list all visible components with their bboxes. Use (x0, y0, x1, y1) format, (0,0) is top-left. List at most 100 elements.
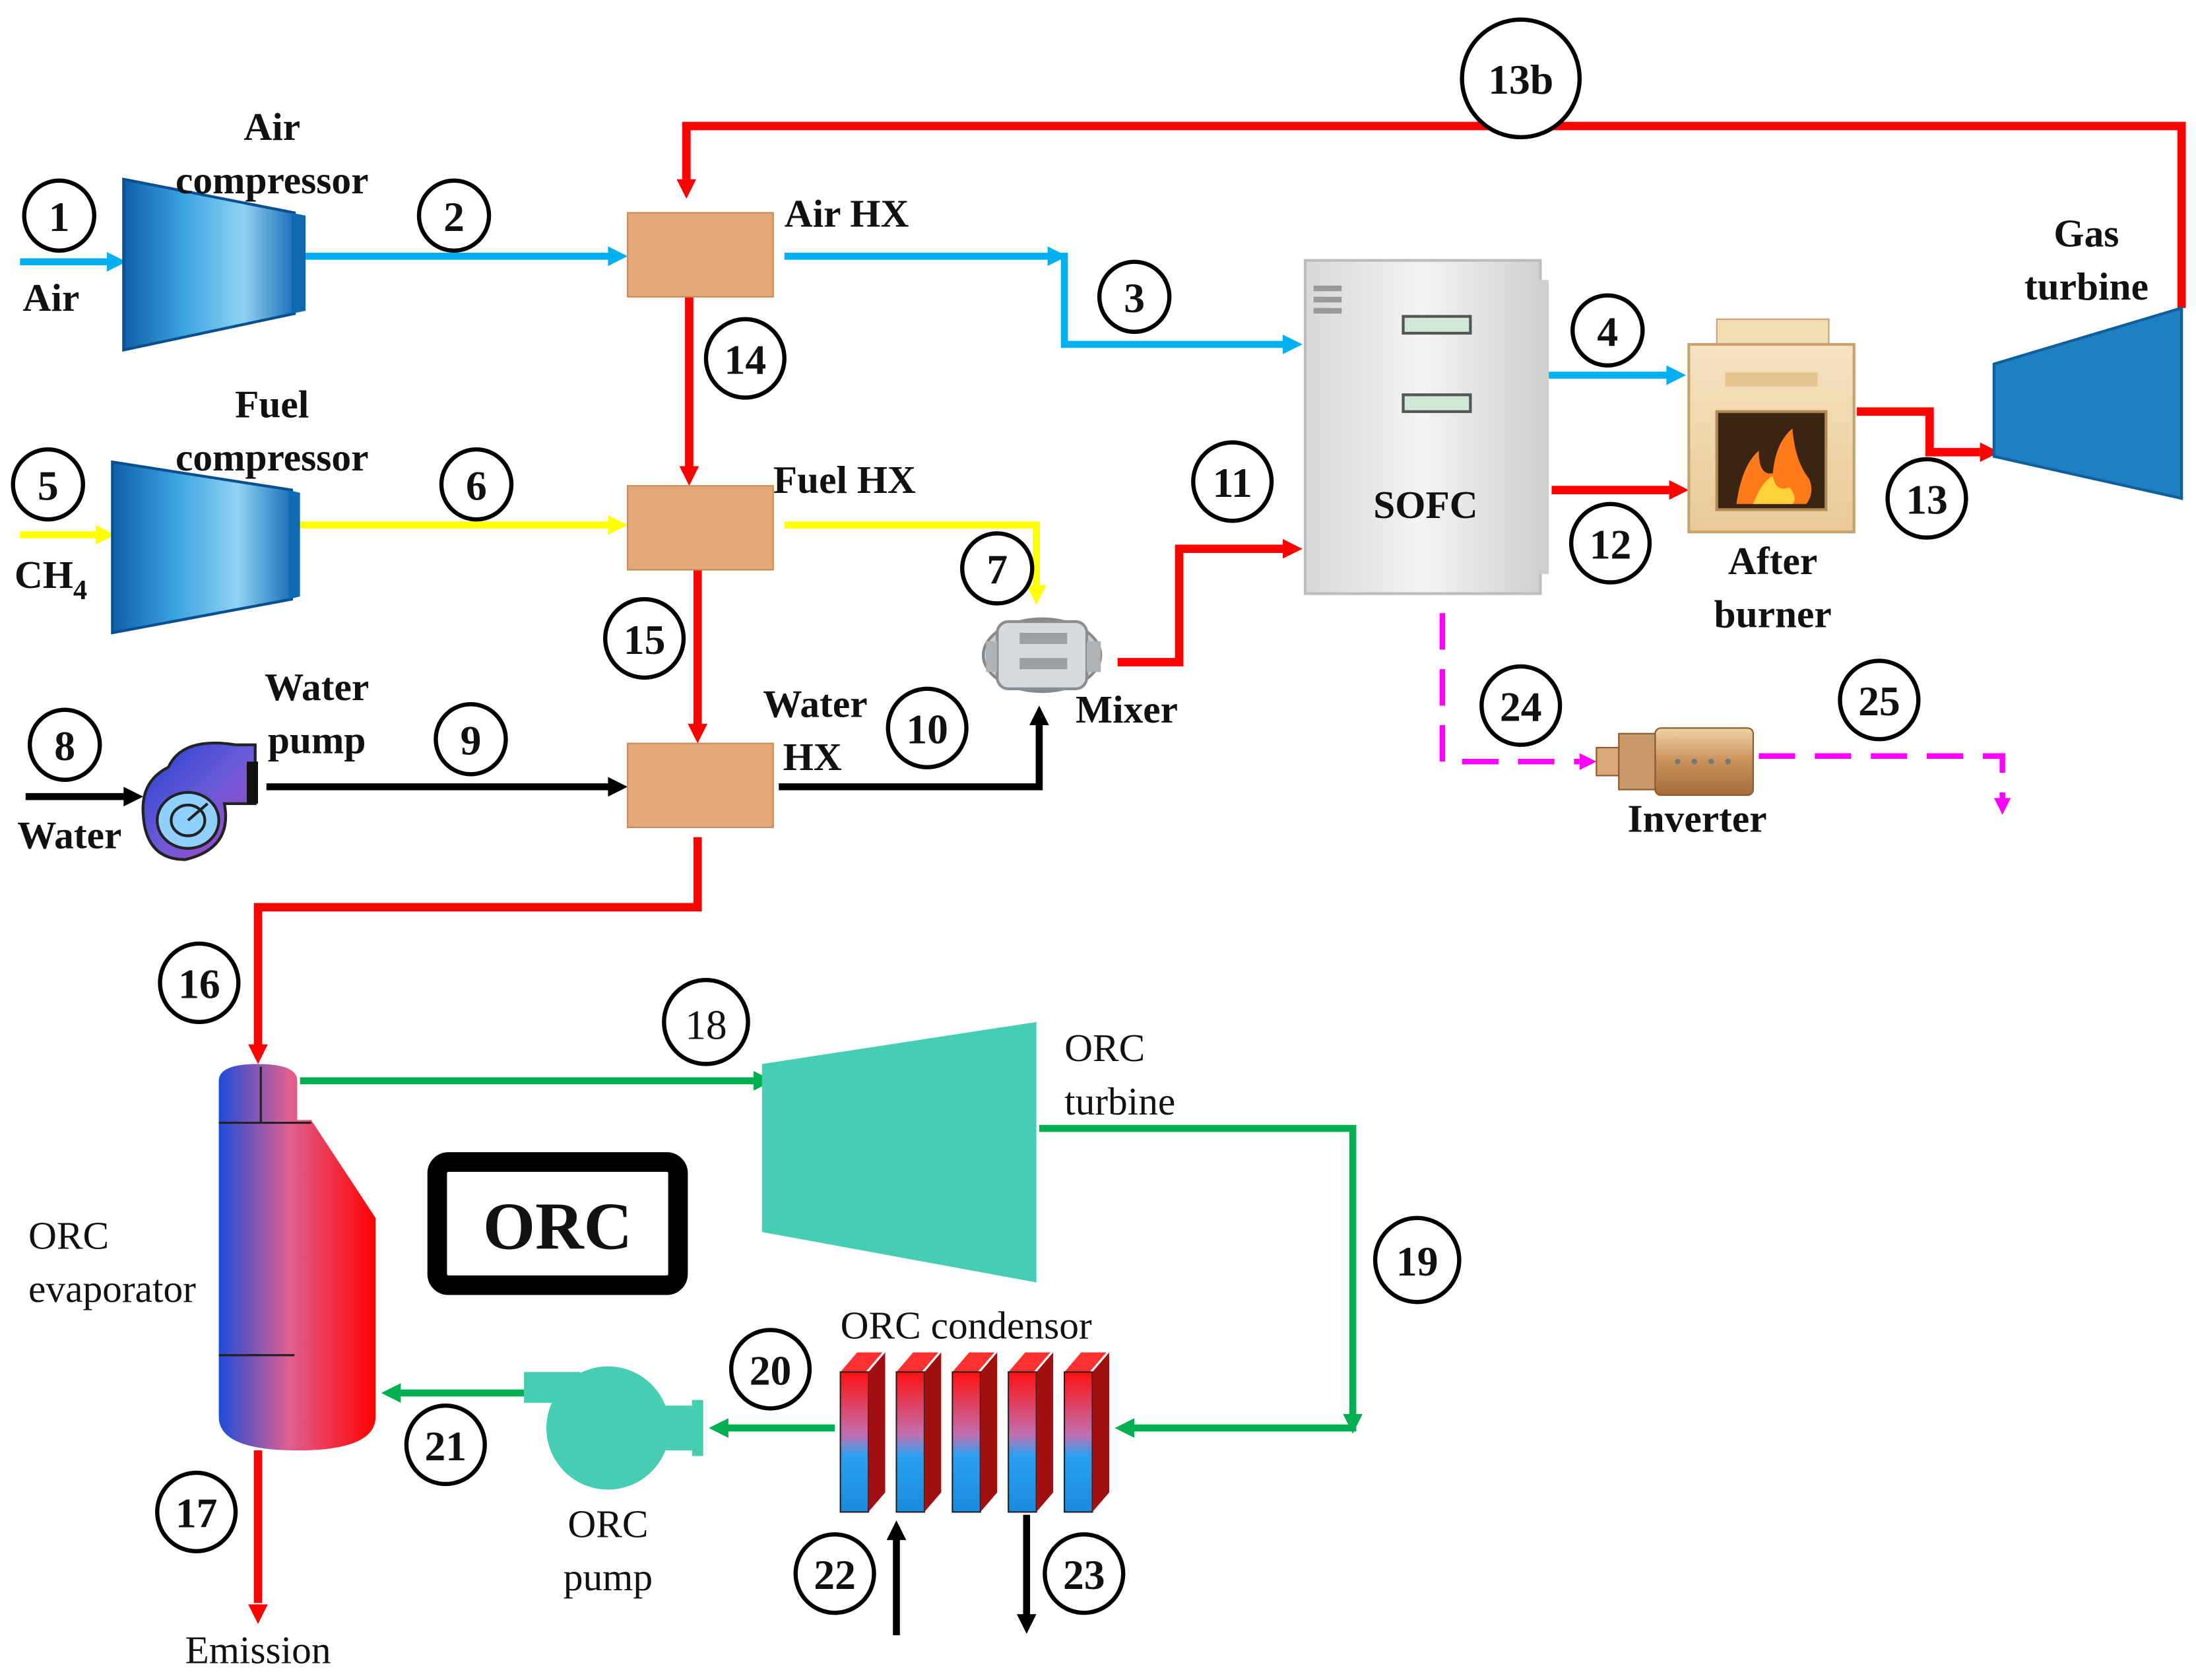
air-hx[interactable] (627, 212, 774, 298)
hot-gas-arrowheads (248, 179, 2000, 1625)
state-label-14: 14 (725, 336, 767, 383)
stream-16-exhaust (253, 837, 702, 1048)
label-input-water: Water (17, 814, 121, 857)
water-streams (25, 722, 1043, 1636)
state-circle-8 (27, 707, 102, 782)
state-label-5: 5 (38, 462, 59, 509)
label-fuel-compressor-2: compressor (176, 436, 368, 479)
state-circle-25 (1838, 659, 1921, 742)
air-compressor[interactable] (122, 177, 306, 352)
water-pump[interactable] (141, 741, 258, 861)
orc-pump[interactable] (524, 1366, 703, 1490)
state-circle-17 (155, 1470, 238, 1553)
label-orc-box: ORC (483, 1190, 632, 1264)
air-arrowheads (106, 246, 1687, 385)
state-circle-11 (1191, 440, 1274, 523)
condenser-icon (839, 1352, 1109, 1513)
state-label-10: 10 (906, 706, 948, 753)
label-after-burner-2: burner (1714, 593, 1832, 636)
state-label-6: 6 (466, 462, 487, 509)
state-circle-15 (602, 597, 686, 680)
label-orc-pump-1: ORC (567, 1502, 648, 1546)
gas-turbine[interactable] (1992, 306, 2183, 500)
mixer-icon (981, 617, 1103, 694)
state-circle-2 (416, 178, 492, 253)
stream-13b-exhaust (682, 121, 2186, 308)
state-markers (11, 17, 1968, 1615)
orc-turbine[interactable] (761, 1021, 1037, 1283)
state-label-4: 4 (1597, 308, 1618, 355)
state-circle-14 (703, 317, 787, 400)
state-circle-20 (728, 1328, 812, 1411)
state-label-18: 18 (685, 1001, 727, 1048)
inverter[interactable] (1596, 727, 1755, 796)
state-label-13b: 13b (1488, 56, 1553, 103)
state-label-19: 19 (1396, 1238, 1438, 1285)
label-sofc: SOFC (1373, 483, 1477, 527)
state-circle-9 (434, 702, 508, 777)
pump-icon (141, 741, 258, 861)
fuel-hx[interactable] (627, 485, 774, 571)
orc-streams (300, 1077, 1357, 1432)
fuel-streams (20, 521, 1040, 589)
state-label-25: 25 (1858, 678, 1900, 725)
state-label-24: 24 (1500, 684, 1542, 730)
turbine-icon (1992, 306, 2183, 500)
state-label-9: 9 (461, 717, 482, 764)
label-orc-condensor: ORC condensor (841, 1303, 1092, 1347)
mixer[interactable] (981, 617, 1103, 694)
sofc[interactable] (1303, 259, 1549, 595)
state-circle-22 (793, 1532, 876, 1615)
label-water-hx-2: HX (783, 735, 842, 779)
state-label-13: 13 (1906, 476, 1948, 523)
orc-box (427, 1152, 688, 1295)
fuel-arrowheads (95, 515, 1047, 605)
label-gas-turbine-2: turbine (2024, 265, 2148, 308)
state-label-11: 11 (1213, 459, 1252, 506)
air-streams (20, 252, 1669, 379)
pump-icon (524, 1366, 703, 1490)
label-orc-evaporator-1: ORC (28, 1214, 109, 1258)
stream-13-hot-gas (1856, 407, 1980, 457)
state-numbers: 1 2 3 4 5 6 7 8 9 10 11 12 13 13b 14 15 … (38, 56, 1948, 1598)
label-mixer: Mixer (1076, 688, 1178, 731)
state-circle-24 (1479, 664, 1563, 747)
state-circle-18 (662, 977, 750, 1066)
label-water-hx-1: Water (763, 682, 867, 725)
fuel-compressor[interactable] (111, 460, 300, 635)
state-circle-6 (439, 447, 514, 522)
state-label-8: 8 (54, 723, 75, 769)
label-orc-pump-2: pump (564, 1555, 653, 1599)
inverter-icon (1596, 727, 1755, 796)
state-label-20: 20 (750, 1347, 792, 1394)
orc-condensor[interactable] (839, 1352, 1109, 1513)
state-circle-4 (1570, 293, 1645, 368)
evaporator-icon (218, 1064, 376, 1451)
label-orc-turbine-1: ORC (1064, 1026, 1145, 1070)
orc-evaporator[interactable] (218, 1064, 376, 1451)
state-circle-10 (886, 686, 969, 769)
stream-25-ac-power (1759, 753, 2005, 798)
state-circle-5 (11, 447, 85, 522)
label-inverter: Inverter (1628, 796, 1767, 840)
after-burner[interactable] (1687, 318, 1856, 534)
label-orc-turbine-2: turbine (1064, 1080, 1175, 1123)
hot-gas-streams (253, 121, 2186, 1603)
state-circle-21 (404, 1403, 487, 1487)
ch4-subscript: 4 (73, 575, 87, 606)
electric-arrowheads (1579, 753, 2011, 815)
state-label-21: 21 (424, 1423, 467, 1470)
label-water-pump-2: pump (268, 718, 366, 761)
water-arrowheads (123, 705, 1049, 1634)
state-circle-1 (22, 178, 96, 253)
component-labels: Air compressor Fuel compressor Water pum… (15, 105, 2148, 1671)
compressor-icon (122, 177, 296, 352)
compressor-icon (111, 460, 294, 635)
state-label-17: 17 (176, 1490, 218, 1537)
stream-7-fuel (784, 521, 1040, 589)
label-emission: Emission (185, 1629, 331, 1672)
label-air-compressor-2: compressor (176, 158, 368, 202)
water-hx[interactable] (627, 742, 774, 828)
state-circle-23 (1043, 1532, 1126, 1615)
label-input-air: Air (23, 276, 80, 319)
